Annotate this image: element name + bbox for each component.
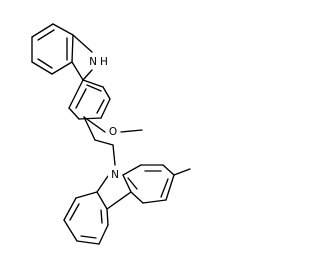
upper-h-atom-label: H bbox=[100, 56, 108, 68]
o-atom-label: O bbox=[109, 126, 117, 138]
methoxy-o-label: O bbox=[107, 125, 120, 139]
n-atom-label: N bbox=[111, 169, 119, 181]
upper-nh-label: N H bbox=[86, 55, 114, 69]
lower-n-label: N bbox=[108, 168, 121, 182]
lower-carbazole bbox=[63, 164, 191, 245]
upper-n-atom-label: N bbox=[89, 56, 97, 68]
upper-carbazole bbox=[31, 23, 111, 120]
chemical-structure-diagram: N H O bbox=[31, 23, 191, 245]
linker-bonds bbox=[83, 116, 143, 166]
